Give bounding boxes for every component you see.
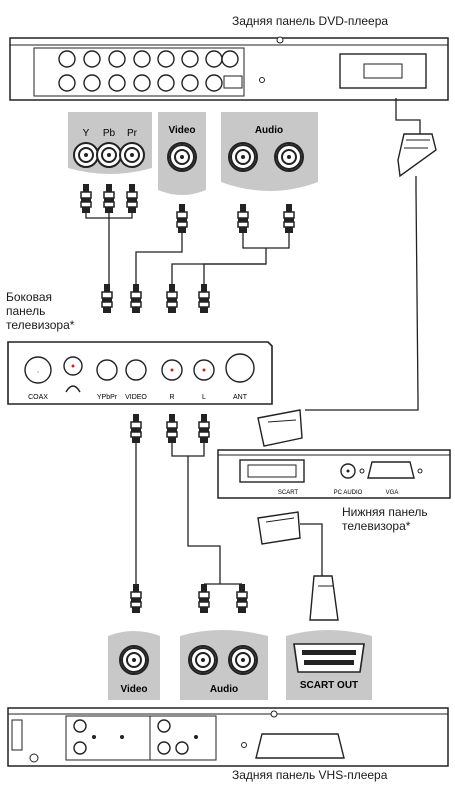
scart-out-label: SCART OUT: [300, 680, 358, 691]
tv-video-label: VIDEO: [125, 394, 147, 401]
dvd-audio-label: Audio: [255, 125, 283, 136]
tv-r-label: R: [169, 394, 174, 401]
svg-text:•: •: [37, 369, 39, 374]
tv-side-panel-label: Боковая панель телевизора*: [6, 290, 74, 332]
scart-label: SCART: [278, 490, 299, 496]
vhs-rear-panel-label: Задняя панель VHS-плеера: [232, 768, 388, 782]
scart-cable-top: [257, 98, 437, 447]
vga-label: VGA: [386, 490, 399, 496]
scart-cable-bottom: [257, 511, 339, 621]
tv-side-panel: • COAX YPbPr VIDEO R L ANT: [7, 341, 273, 405]
coax-label: COAX: [28, 394, 48, 401]
dvd-rear-panel: [9, 36, 449, 101]
dvd-video-label: Video: [168, 125, 195, 136]
tv-side-label-line-2: панель: [6, 304, 46, 318]
vhs-video-label: Video: [120, 684, 147, 695]
tv-bottom-panel-label: Нижняя панель телевизора*: [342, 505, 428, 533]
tv-l-label: L: [202, 394, 206, 401]
ypbpr-label: YPbPr: [97, 394, 118, 401]
ant-label: ANT: [233, 394, 248, 401]
tv-bottom-label-line-1: Нижняя панель: [342, 505, 428, 519]
pr-label: Pr: [127, 128, 138, 139]
pb-label: Pb: [103, 128, 116, 139]
tv-bottom-panel: SCART PC AUDIO VGA: [217, 449, 451, 499]
tv-bottom-label-line-2: телевизора*: [342, 519, 411, 533]
vhs-audio-label: Audio: [210, 684, 238, 695]
vhs-rear-panel: [7, 707, 449, 767]
tv-side-label-line-1: Боковая: [6, 290, 53, 304]
tv-side-label-line-3: телевизора*: [6, 318, 75, 332]
pc-audio-label: PC AUDIO: [334, 490, 363, 496]
dvd-rear-panel-label: Задняя панель DVD-плеера: [232, 14, 389, 28]
y-label: Y: [83, 128, 90, 139]
